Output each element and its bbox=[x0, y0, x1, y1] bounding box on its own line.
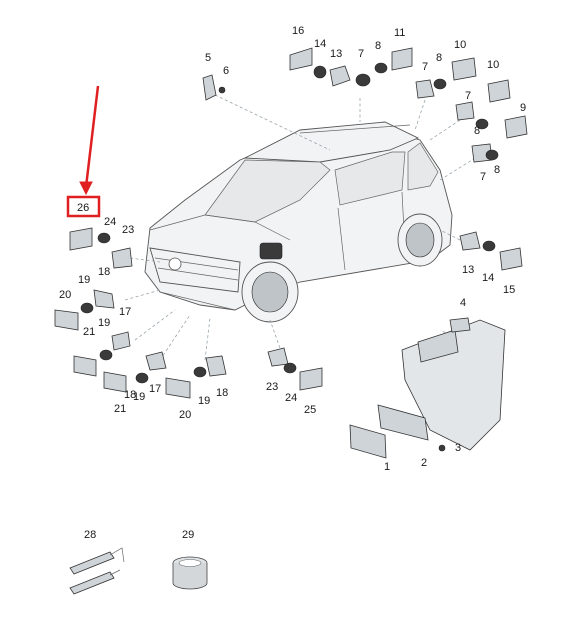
part-labels: 26 5 6 16 14 13 7 8 11 7 8 10 10 9 7 8 8… bbox=[59, 25, 526, 541]
part-label: 4 bbox=[460, 297, 466, 309]
part-label: 19 bbox=[98, 317, 110, 329]
part-label: 11 bbox=[394, 27, 405, 39]
part-label: 26 bbox=[77, 202, 89, 214]
highlight-arrow bbox=[84, 85, 100, 188]
part-label: 14 bbox=[482, 272, 494, 284]
control-unit-assembly bbox=[349, 317, 506, 459]
highlight-annotation bbox=[66, 85, 101, 218]
part-label: 25 bbox=[304, 404, 316, 416]
part-label: 7 bbox=[480, 171, 486, 183]
part-label: 5 bbox=[205, 52, 211, 64]
part-label: 20 bbox=[59, 289, 71, 301]
part-label: 21 bbox=[83, 326, 95, 338]
highlight-box bbox=[66, 195, 101, 218]
part-label: 20 bbox=[179, 409, 191, 421]
part-label: 8 bbox=[375, 40, 381, 52]
part-label: 16 bbox=[292, 25, 304, 37]
part-label: 17 bbox=[149, 383, 161, 395]
part-label: 6 bbox=[223, 65, 229, 77]
front-sensor-cluster bbox=[54, 227, 227, 399]
part-label: 2 bbox=[421, 457, 427, 469]
part-label: 1 bbox=[384, 461, 390, 473]
part-label: 8 bbox=[494, 164, 500, 176]
part-label: 8 bbox=[474, 125, 480, 137]
part-label: 7 bbox=[465, 90, 471, 102]
part-label: 14 bbox=[314, 38, 326, 50]
part-label: 19 bbox=[133, 391, 145, 403]
part-label: 3 bbox=[455, 442, 461, 454]
part-label: 18 bbox=[216, 387, 228, 399]
vehicle-illustration bbox=[144, 121, 453, 323]
part-label: 18 bbox=[124, 389, 136, 401]
part-label: 15 bbox=[503, 284, 515, 296]
right-side-sensors bbox=[459, 231, 523, 271]
part-label: 24 bbox=[104, 216, 116, 228]
part-label: 7 bbox=[422, 61, 428, 73]
part-label: 23 bbox=[266, 381, 278, 393]
part-label: 9 bbox=[520, 102, 526, 114]
part-label: 8 bbox=[436, 52, 442, 64]
part-28-harness bbox=[69, 547, 125, 595]
part-label: 10 bbox=[454, 39, 466, 51]
part-label: 29 bbox=[182, 529, 194, 541]
part-label: 28 bbox=[84, 529, 96, 541]
part-label: 19 bbox=[78, 274, 90, 286]
part-label: 24 bbox=[285, 392, 297, 404]
part-label: 21 bbox=[114, 403, 126, 415]
part-label: 23 bbox=[122, 224, 134, 236]
part-29-tape-roll bbox=[172, 556, 208, 590]
rear-sensor-cluster bbox=[289, 47, 528, 163]
part-label: 13 bbox=[462, 264, 474, 276]
part-label: 19 bbox=[198, 395, 210, 407]
part-label: 13 bbox=[330, 48, 342, 60]
part-label: 17 bbox=[119, 306, 131, 318]
highlight-arrow-head bbox=[79, 181, 93, 196]
part-5-bracket bbox=[202, 74, 226, 101]
part-label: 10 bbox=[487, 59, 499, 71]
bottom-sensor-cluster bbox=[267, 347, 323, 391]
part-label: 7 bbox=[358, 48, 364, 60]
part-label: 18 bbox=[98, 266, 110, 278]
